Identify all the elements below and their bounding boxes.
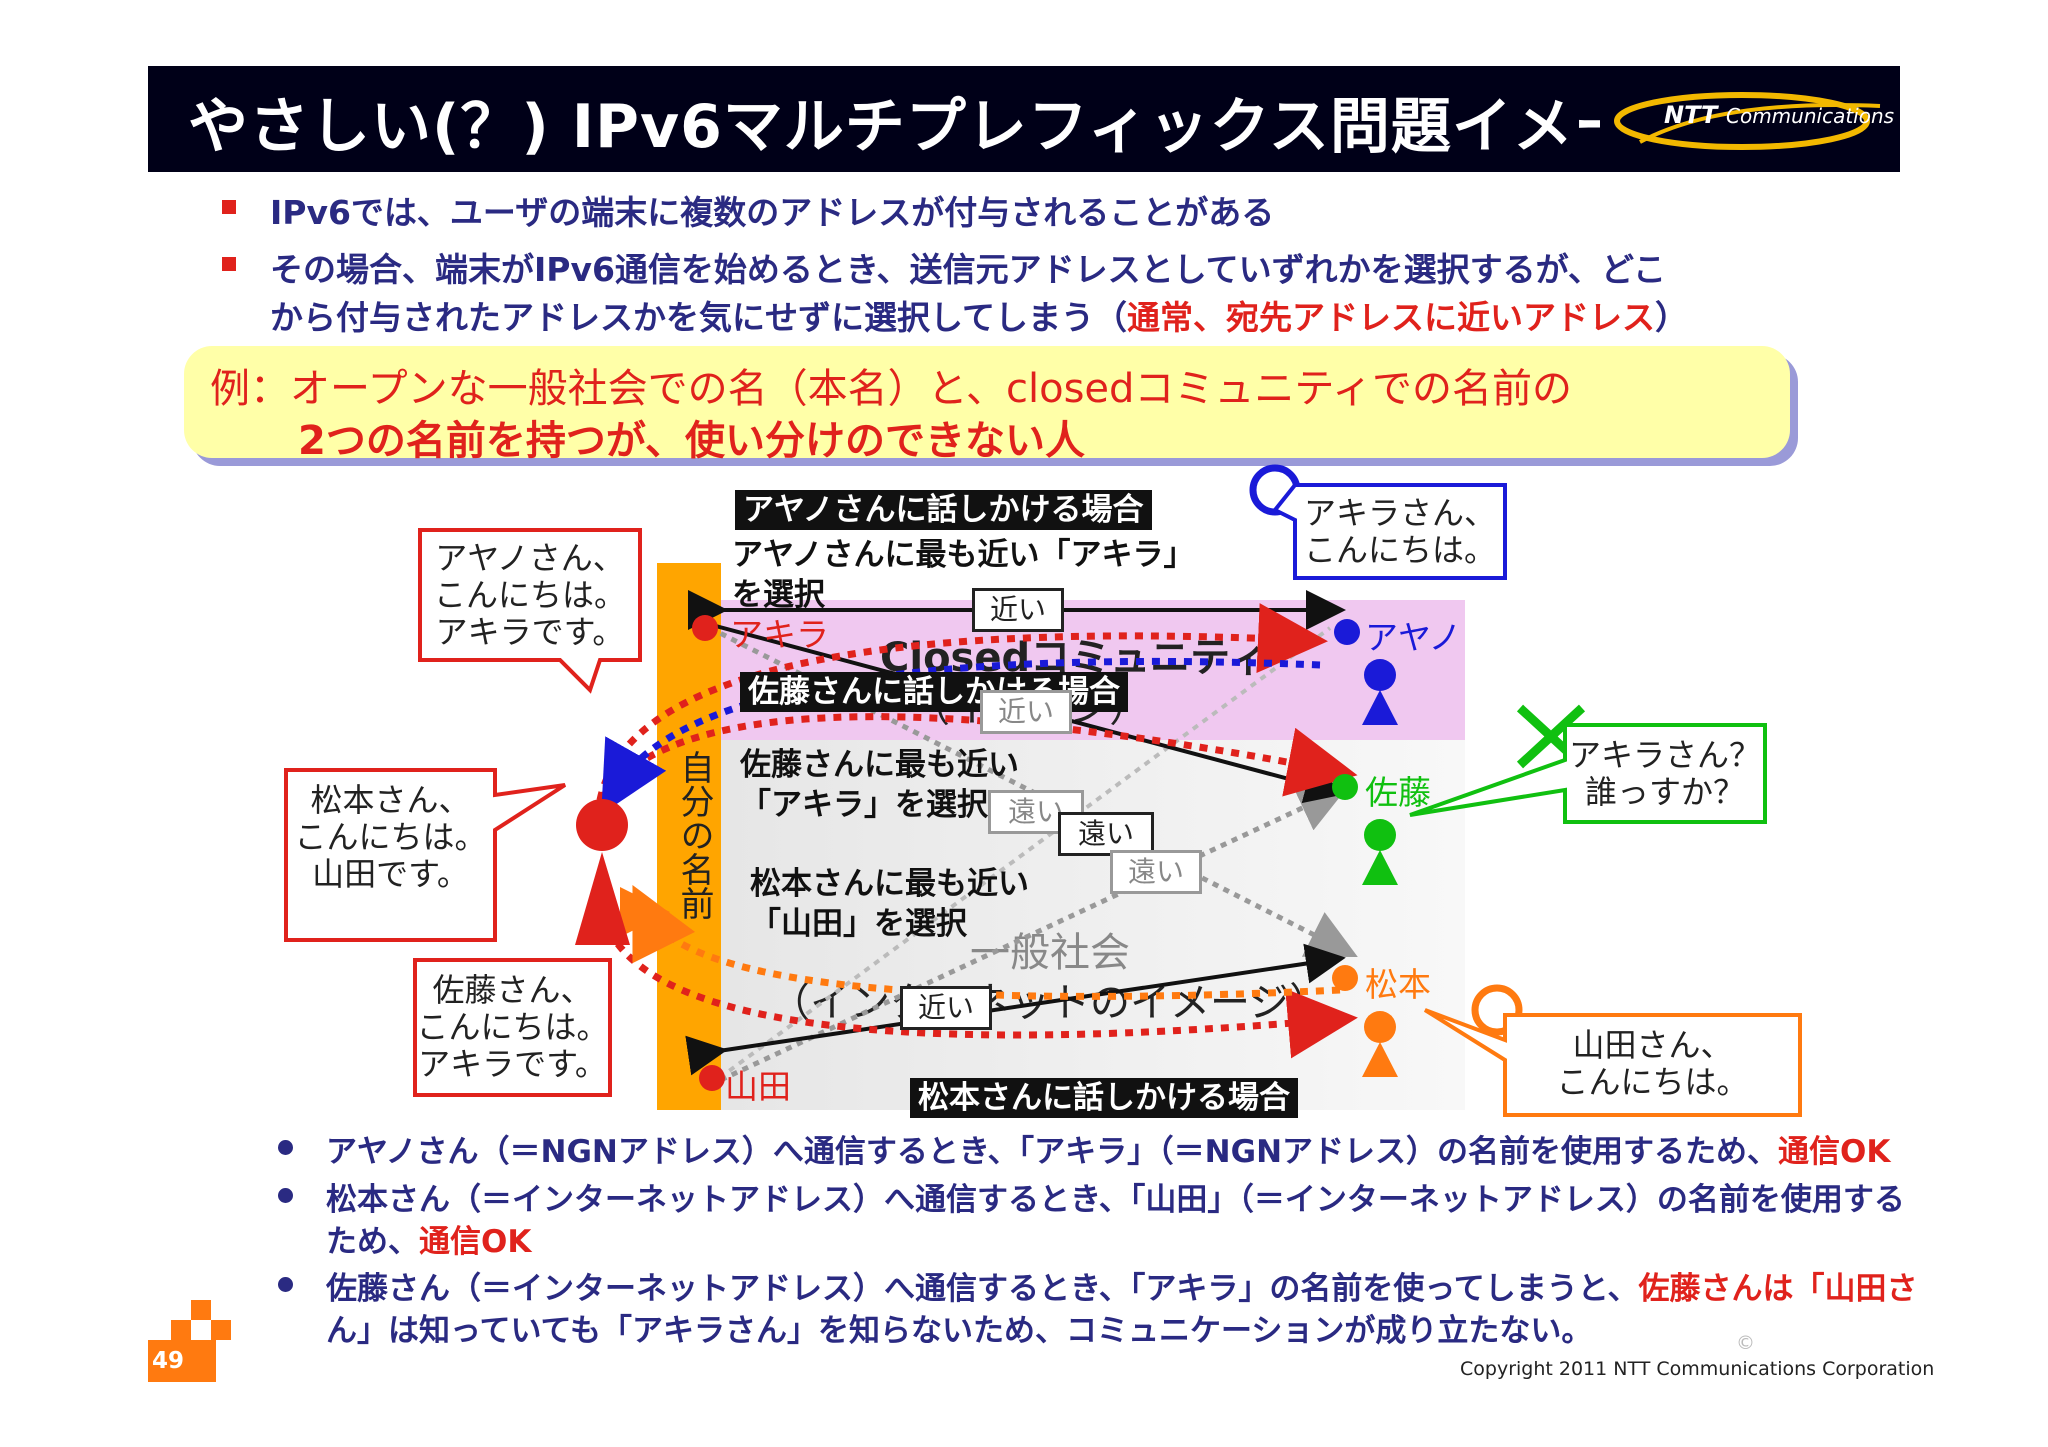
bubble-yamada-right	[1423, 1008, 1802, 1117]
far-line-akira-matsumoto	[708, 625, 1358, 958]
case-label-matsumoto: 松本さんに話しかける場合	[910, 1078, 1298, 1118]
bubble-ayano-left	[418, 528, 642, 694]
ntt-logo	[1600, 84, 1900, 156]
bullet-marker	[222, 257, 236, 271]
bubble-sato-left-text: 佐藤さん、こんにちは。アキラです。	[416, 971, 609, 1083]
bottom-bullet-1: アヤノさん（＝NGNアドレス）へ通信するとき、「アキラ」（＝NGNアドレス）の名…	[326, 1134, 1891, 1170]
note-sato: 佐藤さんに最も近い「アキラ」を選択	[740, 747, 1019, 823]
bullet-2-line1: その場合、端末がIPv6通信を始めるとき、送信元アドレスとしていずれかを選択する…	[270, 250, 1666, 289]
bubble-akira-right-text: アキラさん、こんにちは。	[1303, 494, 1496, 569]
matsumoto-dot	[1332, 965, 1358, 991]
distance-near-ayano: 近い	[972, 588, 1064, 632]
ng-x-mark-b	[1516, 704, 1586, 769]
external-name-matsumoto: 松本	[1365, 965, 1431, 1004]
internal-name-yamada: 山田	[725, 1067, 791, 1106]
bubble-matsumoto-left	[284, 768, 567, 942]
logo-ntt-text: NTT	[1664, 101, 1718, 129]
distance-near-faded: 近い	[980, 690, 1072, 734]
akira-dot	[692, 615, 718, 641]
ayano-person-body	[1362, 690, 1398, 725]
copyright-mark: ©	[1736, 1332, 1755, 1354]
matsumoto-person-head	[1364, 1011, 1396, 1043]
ok-circle-mark-orange	[1471, 984, 1523, 1036]
bullet-1: IPv6では、ユーザの端末に複数のアドレスが付与されることがある	[270, 193, 1275, 232]
bottom-bullet-3-line1: 佐藤さん（＝インターネットアドレス）へ通信するとき、「アキラ」の名前を使ってしま…	[326, 1271, 1918, 1307]
internal-name-akira: アキラ	[730, 615, 829, 654]
sato-person-head	[1364, 819, 1396, 851]
page-number: 49	[152, 1348, 185, 1374]
external-name-sato: 佐藤	[1365, 773, 1431, 812]
bullet-marker	[222, 200, 236, 214]
far-line-yamada-ayano	[708, 626, 1332, 1087]
ayano-dot	[1334, 619, 1360, 645]
distance-far-faded-2: 遠い	[1110, 850, 1202, 894]
example-callout	[184, 346, 1790, 458]
note-ayano: アヤノさんに最も近い「アキラ」を選択	[732, 537, 1195, 613]
orange-reply-arrow	[632, 884, 1341, 1000]
bottom-bullet-2-line1: 松本さん（＝インターネットアドレス）へ通信するとき、「山田」（＝インターネットア…	[326, 1182, 1905, 1218]
self-person-body	[575, 852, 630, 945]
red-arrow-to-ayano	[596, 603, 1328, 801]
red-arrow-to-matsumoto	[596, 899, 1358, 1059]
bottom-bullet-2-line2: ため、通信OK	[326, 1224, 532, 1260]
distance-near-matsumoto: 近い	[900, 986, 992, 1030]
bottom-bullet-3-line2: ん」は知っていても「アキラさん」を知らないため、コミュニケーションが成り立たない…	[326, 1313, 1593, 1349]
copyright-text: Copyright 2011 NTT Communications Corpor…	[1460, 1358, 1935, 1380]
sato-dot	[1332, 774, 1358, 800]
example-line2: 2つの名前を持つが、使い分けのできない人	[298, 418, 1086, 464]
yamada-dot	[699, 1065, 725, 1091]
distance-far-sato: 遠い	[1058, 812, 1154, 856]
case-label-ayano: アヤノさんに話しかける場合	[735, 490, 1152, 530]
matsumoto-person-body	[1362, 1042, 1398, 1077]
note-matsumoto: 松本さんに最も近い「山田」を選択	[750, 866, 1029, 942]
near-line-yamada-matsumoto	[685, 943, 1346, 1076]
example-line1: 例：オープンな一般社会での名（本名）と、closedコミュニティでの名前の	[210, 366, 1573, 412]
bubble-matsumoto-left-text: 松本さん、こんにちは。山田です。	[294, 781, 487, 893]
logo-communications-text: Communications	[1726, 104, 1895, 128]
bullet-2-line2: から付与されたアドレスかを気にせずに選択してしまう（通常、宛先アドレスに近いアド…	[270, 298, 1689, 337]
bubble-who-right	[1409, 723, 1767, 824]
ayano-person-head	[1364, 659, 1396, 691]
external-name-ayano: アヤノ	[1365, 618, 1462, 657]
page-corner-decoration	[148, 1300, 231, 1382]
bubble-who-right-text: アキラさん？誰っすか？	[1568, 736, 1761, 811]
bottom-bullet-dot	[278, 1188, 293, 1203]
slide-title: やさしい(？) IPv6マルチプレフィックス問題イメージ	[188, 92, 1695, 162]
sato-person-body	[1362, 850, 1398, 885]
bottom-bullet-dot	[278, 1140, 293, 1155]
bottom-bullet-dot	[278, 1277, 293, 1292]
self-person-head	[576, 799, 628, 851]
bubble-akira-right	[1271, 483, 1507, 580]
bubble-yamada-right-text: 山田さん、こんにちは。	[1556, 1026, 1749, 1101]
bubble-sato-left	[413, 958, 612, 1097]
bubble-ayano-left-text: アヤノさん、こんにちは。アキラです。	[433, 539, 626, 651]
